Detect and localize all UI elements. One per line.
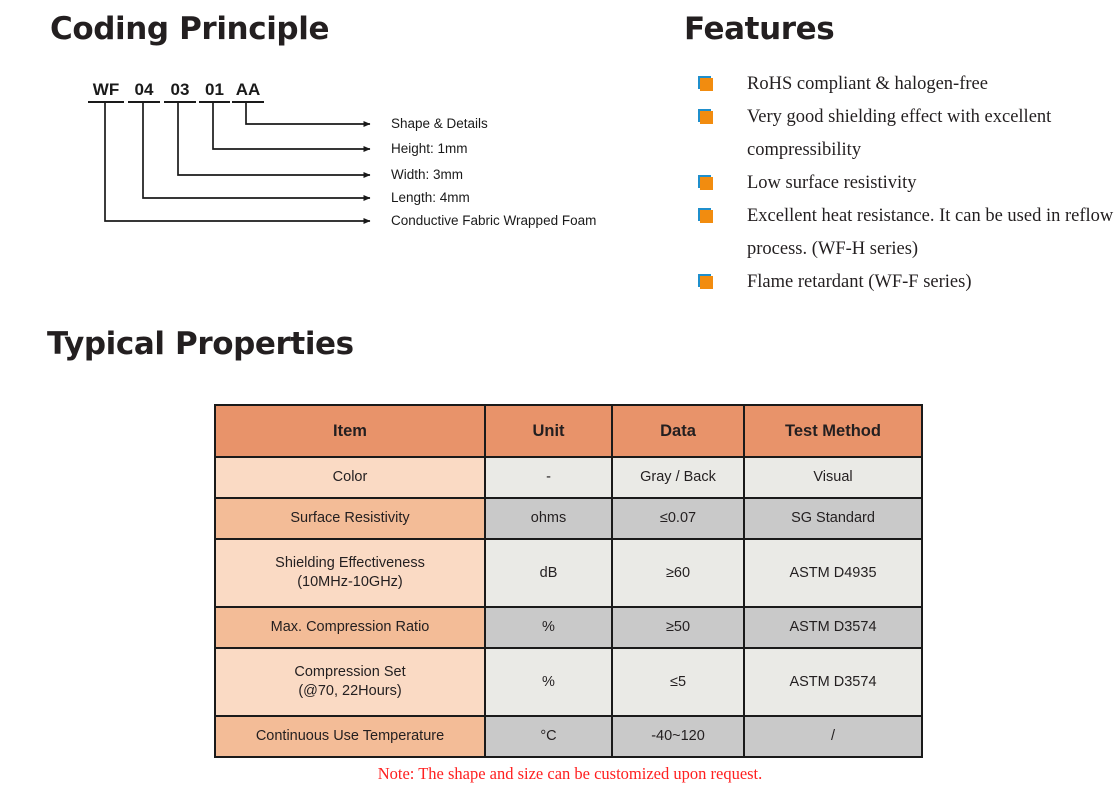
feature-text: Low surface resistivity xyxy=(747,173,917,193)
leader-label-length: Length: 4mm xyxy=(391,190,470,205)
feature-text: Flame retardant (WF-F series) xyxy=(747,272,972,292)
code-segment-height: 01 xyxy=(199,80,230,103)
cell-data: ≥60 xyxy=(611,538,745,608)
coding-principle-diagram: WF 04 03 01 AA Shape & Details Height: 1… xyxy=(0,0,680,250)
cell-unit: % xyxy=(484,647,613,717)
feature-text: RoHS compliant & halogen-free xyxy=(747,74,988,94)
orange-square-bullet-icon xyxy=(698,200,720,230)
page-title-features: Features xyxy=(684,11,835,47)
cell-unit: - xyxy=(484,456,613,499)
feature-item: RoHS compliant & halogen-free xyxy=(698,68,1118,101)
table-row: Max. Compression Ratio % ≥50 ASTM D3574 xyxy=(214,606,923,649)
feature-text: Very good shielding effect with excellen… xyxy=(747,107,1052,160)
cell-method: ASTM D4935 xyxy=(743,538,923,608)
cell-item: Continuous Use Temperature xyxy=(214,715,486,758)
code-segment-length: 04 xyxy=(128,80,160,103)
code-segment-width: 03 xyxy=(164,80,196,103)
table-row: Compression Set(@70, 22Hours) % ≤5 ASTM … xyxy=(214,647,923,717)
cell-method: SG Standard xyxy=(743,497,923,540)
cell-method: ASTM D3574 xyxy=(743,647,923,717)
bullet-main-shape xyxy=(700,276,713,289)
table-row: Continuous Use Temperature °C -40~120 / xyxy=(214,715,923,758)
bullet-main-shape xyxy=(700,111,713,124)
table-header-row: Item Unit Data Test Method xyxy=(214,404,923,458)
page-title-typical-properties: Typical Properties xyxy=(47,326,354,362)
cell-unit: % xyxy=(484,606,613,649)
cell-item: Shielding Effectiveness(10MHz-10GHz) xyxy=(214,538,486,608)
cell-data: ≤5 xyxy=(611,647,745,717)
page-title-coding-principle: Coding Principle xyxy=(50,11,330,47)
bullet-main-shape xyxy=(700,210,713,223)
leader-label-shape: Shape & Details xyxy=(391,116,488,131)
cell-item: Color xyxy=(214,456,486,499)
orange-square-bullet-icon xyxy=(698,101,720,131)
cell-method: / xyxy=(743,715,923,758)
cell-unit: ohms xyxy=(484,497,613,540)
table-note: Note: The shape and size can be customiz… xyxy=(377,764,763,783)
orange-square-bullet-icon xyxy=(698,68,720,98)
column-header-method: Test Method xyxy=(743,404,923,458)
cell-unit: dB xyxy=(484,538,613,608)
feature-text: Excellent heat resistance. It can be use… xyxy=(747,206,1114,259)
cell-item: Max. Compression Ratio xyxy=(214,606,486,649)
cell-data: -40~120 xyxy=(611,715,745,758)
code-segment-shape: AA xyxy=(232,80,264,103)
feature-item: Excellent heat resistance. It can be use… xyxy=(698,200,1118,266)
cell-data: Gray / Back xyxy=(611,456,745,499)
bullet-main-shape xyxy=(700,78,713,91)
feature-item: Low surface resistivity xyxy=(698,167,1118,200)
table-row: Color - Gray / Back Visual xyxy=(214,456,923,499)
orange-square-bullet-icon xyxy=(698,167,720,197)
features-list: RoHS compliant & halogen-free Very good … xyxy=(698,68,1118,299)
orange-square-bullet-icon xyxy=(698,266,720,296)
column-header-item: Item xyxy=(214,404,486,458)
bullet-main-shape xyxy=(700,177,713,190)
table-row: Shielding Effectiveness(10MHz-10GHz) dB … xyxy=(214,538,923,608)
leader-label-height: Height: 1mm xyxy=(391,141,468,156)
feature-item: Flame retardant (WF-F series) xyxy=(698,266,1118,299)
code-segment-wf: WF xyxy=(88,80,124,103)
cell-data: ≥50 xyxy=(611,606,745,649)
column-header-unit: Unit xyxy=(484,404,613,458)
cell-item: Compression Set(@70, 22Hours) xyxy=(214,647,486,717)
leader-label-material: Conductive Fabric Wrapped Foam xyxy=(391,213,597,228)
cell-data: ≤0.07 xyxy=(611,497,745,540)
cell-method: Visual xyxy=(743,456,923,499)
typical-properties-table: Item Unit Data Test Method Color - Gray … xyxy=(214,404,923,758)
table-row: Surface Resistivity ohms ≤0.07 SG Standa… xyxy=(214,497,923,540)
leader-label-width: Width: 3mm xyxy=(391,167,464,182)
cell-item: Surface Resistivity xyxy=(214,497,486,540)
feature-item: Very good shielding effect with excellen… xyxy=(698,101,1118,167)
column-header-data: Data xyxy=(611,404,745,458)
cell-unit: °C xyxy=(484,715,613,758)
leader-lines xyxy=(104,101,371,224)
cell-method: ASTM D3574 xyxy=(743,606,923,649)
